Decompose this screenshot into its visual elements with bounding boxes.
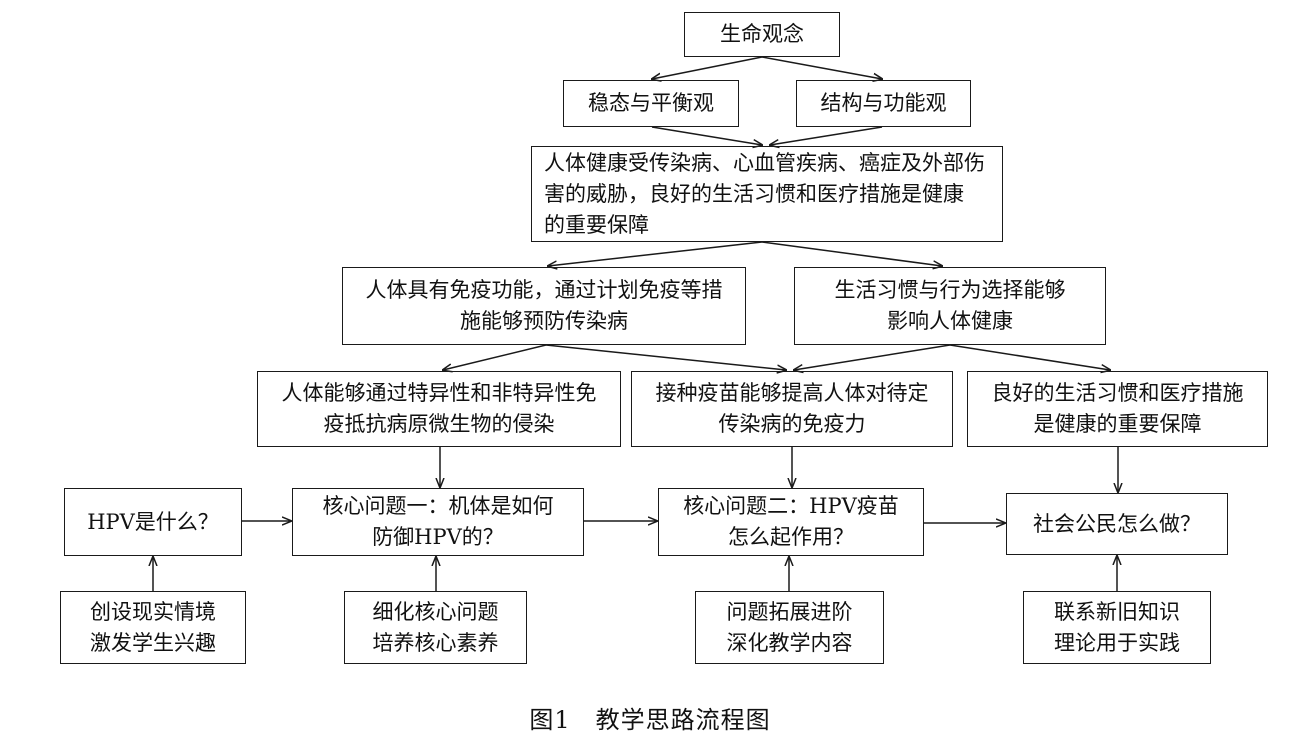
node-text-line: 是健康的重要保障 bbox=[1033, 412, 1202, 436]
node-health-threats: 人体健康受传染病、心血管疾病、癌症及外部伤 害的威胁，良好的生活习惯和医疗措施是… bbox=[531, 146, 1003, 242]
node-text-line: 防御HPV的？ bbox=[372, 525, 504, 549]
node-lifestyle-choice: 生活习惯与行为选择能够 影响人体健康 bbox=[794, 267, 1106, 345]
node-text-line: 传染病的免疫力 bbox=[718, 412, 866, 436]
node-text-line: 施能够预防传染病 bbox=[460, 309, 628, 333]
node-text-line: 培养核心素养 bbox=[372, 630, 499, 655]
node-text-line: 接种疫苗能够提高人体对待定 bbox=[655, 381, 929, 405]
arrow-life-to-structure bbox=[761, 56, 882, 79]
node-text-line: 理论用于实践 bbox=[1054, 630, 1180, 655]
node-specific-immunity: 人体能够通过特异性和非特异性免 疫抵抗病原微生物的侵染 bbox=[257, 371, 621, 447]
arrow-immune-to-specific bbox=[443, 344, 547, 370]
node-link-knowledge: 联系新旧知识 理论用于实践 bbox=[1023, 591, 1211, 664]
node-create-context: 创设现实情境 激发学生兴趣 bbox=[60, 591, 246, 664]
node-good-habits: 良好的生活习惯和医疗措施 是健康的重要保障 bbox=[967, 371, 1268, 447]
node-text-line: 问题拓展进阶 bbox=[726, 599, 853, 624]
node-text-line: 联系新旧知识 bbox=[1054, 599, 1180, 624]
node-refine-questions: 细化核心问题 培养核心素养 bbox=[344, 591, 527, 664]
node-immune-function: 人体具有免疫功能，通过计划免疫等措 施能够预防传染病 bbox=[342, 267, 746, 345]
node-text-line: 的重要保障 bbox=[544, 212, 649, 237]
node-text-line: 生命观念 bbox=[720, 22, 804, 46]
node-text-line: 人体能够通过特异性和非特异性免 bbox=[281, 381, 597, 405]
node-text-line: 影响人体健康 bbox=[887, 309, 1013, 333]
node-structure-function: 结构与功能观 bbox=[796, 80, 971, 127]
node-core-question-1: 核心问题一：机体是如何 防御HPV的？ bbox=[292, 488, 584, 556]
arrow-health-to-lifestyle bbox=[761, 241, 942, 266]
node-citizens: 社会公民怎么做？ bbox=[1006, 493, 1228, 555]
node-what-is-hpv: HPV是什么？ bbox=[64, 488, 242, 556]
node-text-line: 害的威胁，良好的生活习惯和医疗措施是健康 bbox=[544, 181, 964, 206]
arrow-lifestyle-to-habits bbox=[949, 344, 1110, 370]
node-text-line: 核心问题一：机体是如何 bbox=[322, 494, 554, 518]
node-text-line: 生活习惯与行为选择能够 bbox=[834, 278, 1066, 302]
node-text-line: 细化核心问题 bbox=[372, 599, 499, 624]
arrow-immune-to-vaccination bbox=[545, 344, 786, 370]
node-text-line: 社会公民怎么做？ bbox=[1033, 511, 1201, 536]
figure-caption: 图1 教学思路流程图 bbox=[529, 706, 771, 734]
node-text-line: HPV是什么？ bbox=[87, 509, 219, 534]
node-text-line: 人体具有免疫功能，通过计划免疫等措 bbox=[365, 278, 723, 302]
node-steady-state: 稳态与平衡观 bbox=[563, 80, 739, 127]
arrow-life-to-steady bbox=[652, 56, 763, 79]
node-life-view: 生命观念 bbox=[684, 12, 840, 57]
node-text-line: 创设现实情境 bbox=[90, 599, 216, 624]
arrow-steady-to-health bbox=[651, 126, 762, 145]
node-extend-questions: 问题拓展进阶 深化教学内容 bbox=[695, 591, 884, 664]
node-vaccination: 接种疫苗能够提高人体对待定 传染病的免疫力 bbox=[631, 371, 953, 447]
arrow-structure-to-health bbox=[770, 126, 883, 145]
node-text-line: 怎么起作用？ bbox=[728, 525, 854, 549]
node-text-line: 良好的生活习惯和医疗措施 bbox=[991, 381, 1244, 405]
node-text-line: 结构与功能观 bbox=[820, 91, 947, 115]
arrow-lifestyle-to-vaccination bbox=[794, 344, 951, 370]
node-text-line: 稳态与平衡观 bbox=[588, 91, 714, 115]
node-text-line: 人体健康受传染病、心血管疾病、癌症及外部伤 bbox=[544, 150, 985, 175]
node-text-line: 核心问题二：HPV疫苗 bbox=[683, 494, 899, 518]
node-core-question-2: 核心问题二：HPV疫苗 怎么起作用？ bbox=[658, 488, 924, 556]
arrow-health-to-immune bbox=[548, 241, 763, 266]
node-text-line: 激发学生兴趣 bbox=[90, 630, 216, 655]
node-text-line: 疫抵抗病原微生物的侵染 bbox=[323, 412, 555, 436]
node-text-line: 深化教学内容 bbox=[726, 630, 853, 655]
